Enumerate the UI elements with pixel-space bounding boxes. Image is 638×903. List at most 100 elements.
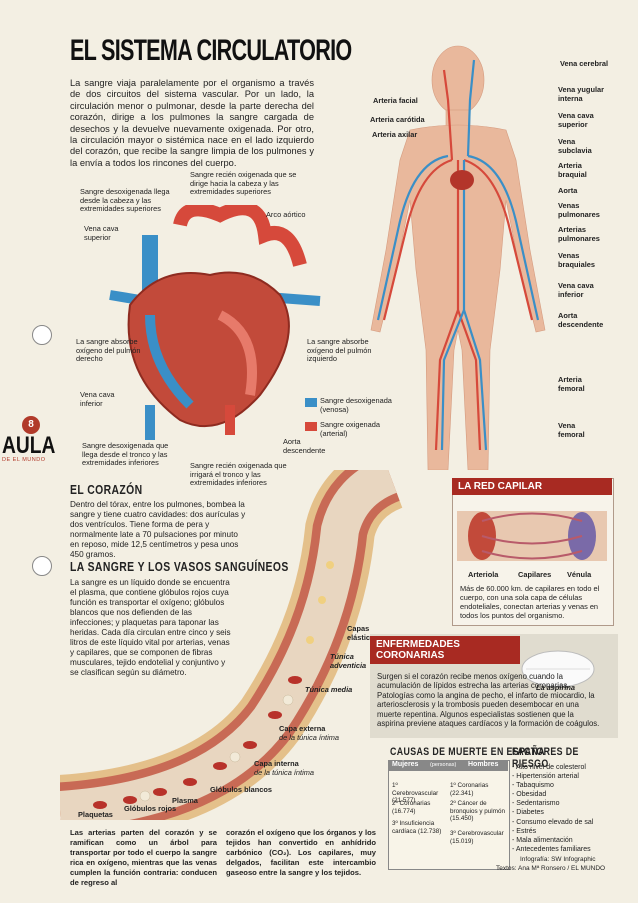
cell-hombres-3: 3º Cerebrovascular (15.019) — [450, 830, 504, 845]
heart-label: Vena cava inferior — [80, 390, 115, 408]
bottom-text-mid: corazón el oxígeno que los órganos y los… — [226, 828, 376, 877]
heart-label: La sangre absorbe oxígeno del pulmón izq… — [307, 337, 372, 364]
riesgo-item: - Mala alimentación — [512, 836, 573, 844]
body-label-right: Vena yugular interna — [558, 85, 605, 103]
riesgo-item: - Hipertensión arterial — [512, 773, 579, 781]
body-label-right: Arterias pulmonares — [558, 225, 600, 243]
body-label-right: Vena subclavia — [558, 137, 592, 155]
body-label-right: Vena femoral — [558, 421, 585, 439]
capilar-illustration — [457, 511, 607, 561]
binder-hole — [32, 325, 52, 345]
enfermedades-heading: ENFERMEDADES CORONARIAS — [370, 636, 520, 664]
causas-heading: CAUSAS DE MUERTE EN ESPAÑA — [390, 746, 545, 758]
artery-path — [463, 158, 534, 321]
legend-swatch-venosa — [305, 398, 317, 407]
vein-path — [462, 160, 488, 451]
vessel-label: Capas elásticas — [347, 624, 379, 642]
body-label-right: Aorta descendente — [558, 311, 604, 329]
cell-hombres-1: 1º Coronarias (22.341) — [450, 782, 489, 797]
body-label-right: Aorta — [558, 186, 578, 195]
causas-table-header: Mujeres (personas) Hombres — [388, 760, 508, 771]
body-label-left: Arteria axilar — [372, 130, 418, 139]
body-label-left: Arteria carótida — [370, 115, 425, 124]
cell-mujeres-2: 2º Coronarias (16.774) — [392, 800, 431, 815]
riesgo-list: - Alto nivel de colesterol - Hipertensió… — [512, 763, 593, 854]
vessel-label: de la túnica íntima — [279, 733, 339, 742]
corazon-heading: EL CORAZÓN — [70, 482, 143, 497]
aspirin-icon — [521, 650, 595, 688]
riesgo-item: - Alto nivel de colesterol — [512, 764, 586, 771]
bottom-text-left: Las arterias parten del corazón y se ram… — [70, 828, 217, 887]
vasos-heading: LA SANGRE Y LOS VASOS SANGUÍNEOS — [70, 559, 289, 574]
heart-label: Aorta descendente — [283, 437, 326, 455]
riesgo-item: - Antecedentes familiares — [512, 845, 591, 853]
vein-path — [466, 59, 476, 157]
body-illustration — [370, 45, 546, 470]
capilar-text: Más de 60.000 km. de capilares en todo e… — [460, 584, 600, 620]
heart-label: La sangre absorbe oxígeno del pulmón der… — [76, 337, 141, 364]
vein-path — [376, 154, 449, 321]
heart-label: Arco aórtico — [266, 210, 306, 219]
legend-swatch-arterial — [305, 422, 317, 431]
col-mujeres: Mujeres — [392, 761, 419, 768]
vessel-label: Glóbulos blancos — [210, 785, 273, 794]
legend-label-arterial: Sangre oxigenada (arterial) — [320, 420, 380, 438]
capilar-label-arteriola: Arteriola — [468, 570, 499, 579]
body-label-right: Venas braquiales — [558, 251, 595, 269]
vein-path — [467, 154, 540, 321]
riesgo-item: - Obesidad — [512, 791, 547, 799]
body-label-right: Vena cerebral — [560, 59, 609, 68]
vessel-label: Túnica media — [305, 685, 353, 694]
vessel-label: Plaquetas — [78, 810, 113, 819]
heart-label: Sangre recién oxigenada que se dirige ha… — [190, 170, 297, 197]
riesgo-item: - Estrés — [512, 827, 537, 835]
vessel-illustration — [60, 470, 404, 820]
riesgo-item: - Tabaquismo — [512, 782, 554, 790]
page-title: EL SISTEMA CIRCULATORIO — [70, 34, 352, 67]
aula-word: AULA — [2, 432, 56, 459]
credits-infografia: Infografía: SW Infographic — [520, 856, 596, 863]
artery-path — [442, 69, 454, 161]
heart-label: Sangre recién oxigenada que irrigará el … — [190, 461, 287, 488]
artery-path — [456, 309, 482, 451]
corazon-text: Dentro del tórax, entre los pulmones, bo… — [70, 500, 246, 559]
riesgo-item: - Diabetes — [512, 809, 544, 817]
vein-path — [440, 309, 466, 451]
body-label-left: Arteria facial — [373, 96, 418, 105]
col-hombres: Hombres — [468, 761, 499, 768]
vessel-label: de la túnica íntima — [254, 768, 314, 777]
vessel-label: Plasma — [172, 796, 198, 805]
body-label-right: Arteria braquial — [558, 161, 587, 179]
heart-label: Sangre desoxigenada que llega desde el t… — [82, 441, 169, 468]
cell-mujeres-3: 3º Insuficiencia cardíaca (12.738) — [392, 820, 442, 835]
vasos-text: La sangre es un líquido donde se encuent… — [70, 578, 231, 677]
capilar-heading: LA RED CAPILAR — [452, 478, 612, 495]
capilar-box — [452, 478, 614, 626]
body-label-right: Arteria femoral — [558, 375, 585, 393]
legend-label-venosa: Sangre desoxigenada (venosa) — [320, 396, 392, 414]
aula-sub: DE EL MUNDO — [2, 457, 46, 463]
body-label-right: Vena cava inferior — [558, 281, 594, 299]
intro-text: La sangre viaja paralelamente por el org… — [70, 78, 314, 168]
body-label-right: Venas pulmonares — [558, 201, 600, 219]
cell-mujeres-1: 1º Cerebrovascular (21.577) — [392, 782, 439, 804]
capilar-label-venula: Vénula — [567, 570, 592, 579]
artery-path — [382, 158, 453, 321]
vessel-label: Capa externa — [279, 724, 326, 733]
vessel-label: Túnica — [330, 652, 354, 661]
enfermedades-text-1: Surgen si el corazón recibe menos oxígen… — [377, 672, 599, 728]
vessel-label: Capa interna — [254, 759, 299, 768]
vessel-label: Glóbulos rojos — [124, 804, 177, 813]
cell-hombres-2: 2º Cáncer de bronquios y pulmón (15.450) — [450, 800, 505, 822]
riesgo-heading: FACTORES DE RIESGO — [512, 746, 579, 770]
col-personas: (personas) — [430, 762, 457, 768]
aspirina-label: La aspirina — [536, 683, 576, 692]
vessel-label: adventicia — [330, 661, 367, 670]
binder-holes — [0, 0, 60, 903]
body-label-right: Vena cava superior — [558, 111, 594, 129]
riesgo-item: - Sedentarismo — [512, 800, 560, 808]
heart-label: Sangre desoxigenada llega desde la cabez… — [80, 187, 170, 214]
riesgo-item: - Consumo elevado de sal — [512, 818, 594, 826]
capilar-label-capilares: Capilares — [518, 570, 552, 579]
